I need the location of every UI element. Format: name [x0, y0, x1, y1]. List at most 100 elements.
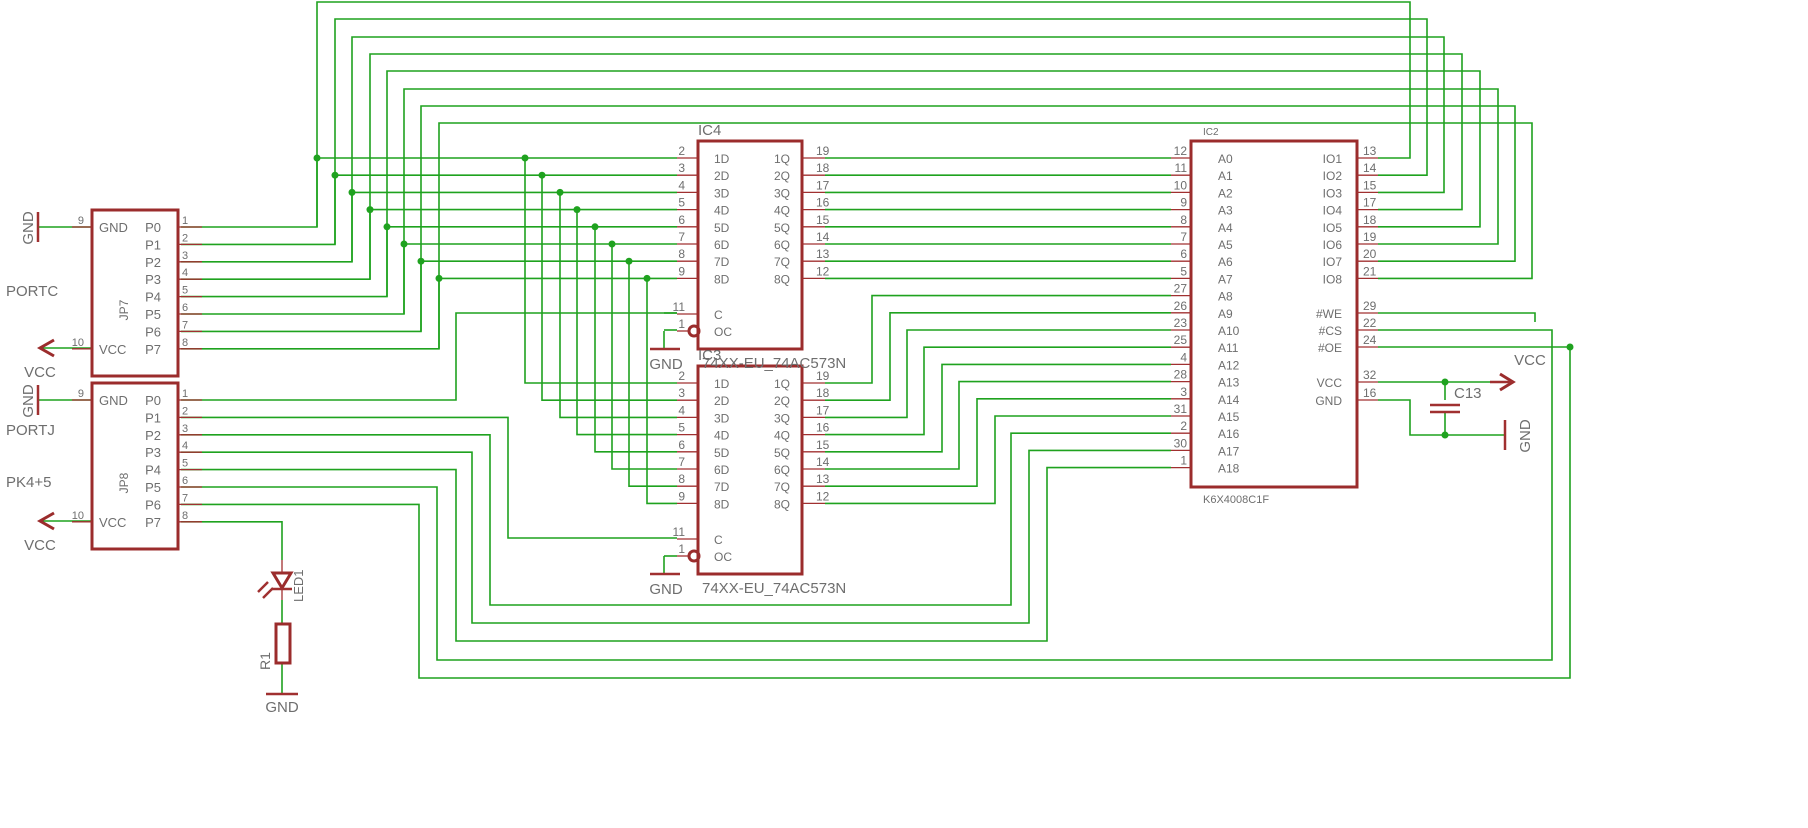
- portc-label: PORTC: [6, 283, 58, 300]
- wire-data-bus-io6: [403, 88, 1499, 314]
- ic4-d-label: 5D: [714, 221, 730, 235]
- ic2-io-label: IO8: [1323, 272, 1343, 286]
- ic4-gnd-label: GND: [649, 356, 683, 373]
- wire-ic3-input-2: [541, 175, 677, 402]
- jp7-pin-num: 1: [182, 215, 188, 227]
- ic3-q-label: 1Q: [774, 377, 790, 391]
- jp7-pin-num: 8: [182, 337, 188, 349]
- ic3-q-label: 4Q: [774, 429, 790, 443]
- wire-portj-p6: [181, 346, 1571, 679]
- ic3-c-label: C: [714, 533, 723, 547]
- jp8-pin-num: 3: [182, 423, 188, 435]
- ic3-q-num: 17: [816, 403, 830, 417]
- ic3-d-label: 6D: [714, 463, 730, 477]
- junction-dot: [417, 257, 425, 265]
- ic2-pwr-label: VCC: [1317, 376, 1343, 390]
- ic4-d-label: 2D: [714, 169, 730, 183]
- ic3-q-label: 7Q: [774, 480, 790, 494]
- jp7-vcc-arrow: [36, 338, 55, 358]
- jp8-gnd-label: GND: [20, 384, 37, 418]
- ic4-d-num: 2: [678, 144, 685, 158]
- junction-dot: [625, 257, 633, 265]
- ic2-pwr-num: 32: [1363, 368, 1377, 382]
- jp7-pin-num: 5: [182, 285, 188, 297]
- ic2-addr-num: 31: [1174, 402, 1188, 416]
- ic4-d-num: 6: [678, 213, 685, 227]
- ic3-d-num: 9: [678, 489, 685, 503]
- jp8-body: [90, 381, 180, 551]
- ic4-q-label: 6Q: [774, 238, 790, 252]
- jp7-vcc-label: VCC: [24, 364, 56, 381]
- jp8-vcc-label: VCC: [24, 537, 56, 554]
- jp8-pin-num: 2: [182, 405, 188, 417]
- jp8-pin-label: P6: [145, 497, 161, 512]
- jp8-pin-label: P7: [145, 515, 161, 530]
- junction-dot: [313, 154, 321, 162]
- ic2-addr-num: 9: [1180, 196, 1187, 210]
- ic3-q-num: 12: [816, 489, 830, 503]
- junction-dot: [1566, 343, 1574, 351]
- wire-data-bus-io5: [386, 70, 1481, 297]
- ic3-d-num: 6: [678, 438, 685, 452]
- ic2-addr-label: A7: [1218, 272, 1233, 286]
- ic2-addr-num: 25: [1174, 333, 1188, 347]
- wire-we: [1378, 312, 1536, 322]
- junction-dot: [1441, 431, 1449, 439]
- ic4-d-label: 3D: [714, 186, 730, 200]
- ic4-d-label: 1D: [714, 152, 730, 166]
- junction-dot: [643, 274, 651, 282]
- ic2-io-label: IO2: [1323, 169, 1343, 183]
- ic3-q-num: 14: [816, 455, 830, 469]
- ic3-q-label: 3Q: [774, 411, 790, 425]
- jp7-pin-label: P6: [145, 324, 161, 339]
- ic2-addr-num: 12: [1174, 144, 1188, 158]
- jp8-pin-num: 6: [182, 475, 188, 487]
- ic3-name: IC3: [698, 347, 721, 364]
- ic3-d-label: 4D: [714, 429, 730, 443]
- ic3-d-label: 5D: [714, 446, 730, 460]
- ic2-value: K6X4008C1F: [1203, 494, 1269, 506]
- ic2-io-num: 13: [1363, 144, 1377, 158]
- ic3-q-num: 16: [816, 421, 830, 435]
- wire-data-bus-io3: [351, 36, 1445, 262]
- wire-ic3-out-8: [825, 415, 1171, 505]
- ic4-d-num: 7: [678, 230, 685, 244]
- ic3-q-label: 8Q: [774, 497, 790, 511]
- ic3-q-num: 19: [816, 369, 830, 383]
- ic3-d-label: 2D: [714, 394, 730, 408]
- jp7-vcc-num: 10: [72, 337, 84, 349]
- wire-ic3-out-5: [825, 363, 1171, 453]
- wire-ic3-input-1: [524, 158, 677, 384]
- ic2-addr-label: A18: [1218, 462, 1240, 476]
- ic2-addr-label: A3: [1218, 204, 1233, 218]
- ic4-q-num: 13: [816, 247, 830, 261]
- junction-dot: [573, 206, 581, 214]
- ic2-addr-num: 7: [1180, 230, 1187, 244]
- ic2-ctrl-num: 22: [1363, 316, 1377, 330]
- wire-data-bus-io7: [420, 105, 1516, 332]
- ic4-d-label: 7D: [714, 255, 730, 269]
- led1-name: LED1: [291, 569, 306, 602]
- jp8-pin-label: P0: [145, 393, 161, 408]
- wire-ic3-input-6: [611, 244, 677, 470]
- jp7-name: JP7: [117, 299, 131, 320]
- ic2-io-num: 20: [1363, 247, 1377, 261]
- ic4-q-label: 7Q: [774, 255, 790, 269]
- ic2-addr-num: 2: [1180, 419, 1187, 433]
- ic2-ctrl-label: #CS: [1319, 324, 1342, 338]
- led1-ray-1: [257, 581, 269, 593]
- wire-ic2-gnd: [1378, 399, 1505, 436]
- jp7-pin-label: P5: [145, 307, 161, 322]
- ic4-q-num: 18: [816, 161, 830, 175]
- ic3-q-label: 6Q: [774, 463, 790, 477]
- ic2-addr-num: 1: [1180, 454, 1187, 468]
- wire-portj-p1: [181, 416, 677, 539]
- ic4-q-num: 19: [816, 144, 830, 158]
- wire-led-anode: [181, 520, 283, 560]
- ic2-io-label: IO5: [1323, 221, 1343, 235]
- ic3-d-num: 8: [678, 472, 685, 486]
- jp7-gnd-num: 9: [78, 215, 84, 227]
- ic3-oc-num: 1: [678, 542, 685, 556]
- ic2-addr-num: 6: [1180, 247, 1187, 261]
